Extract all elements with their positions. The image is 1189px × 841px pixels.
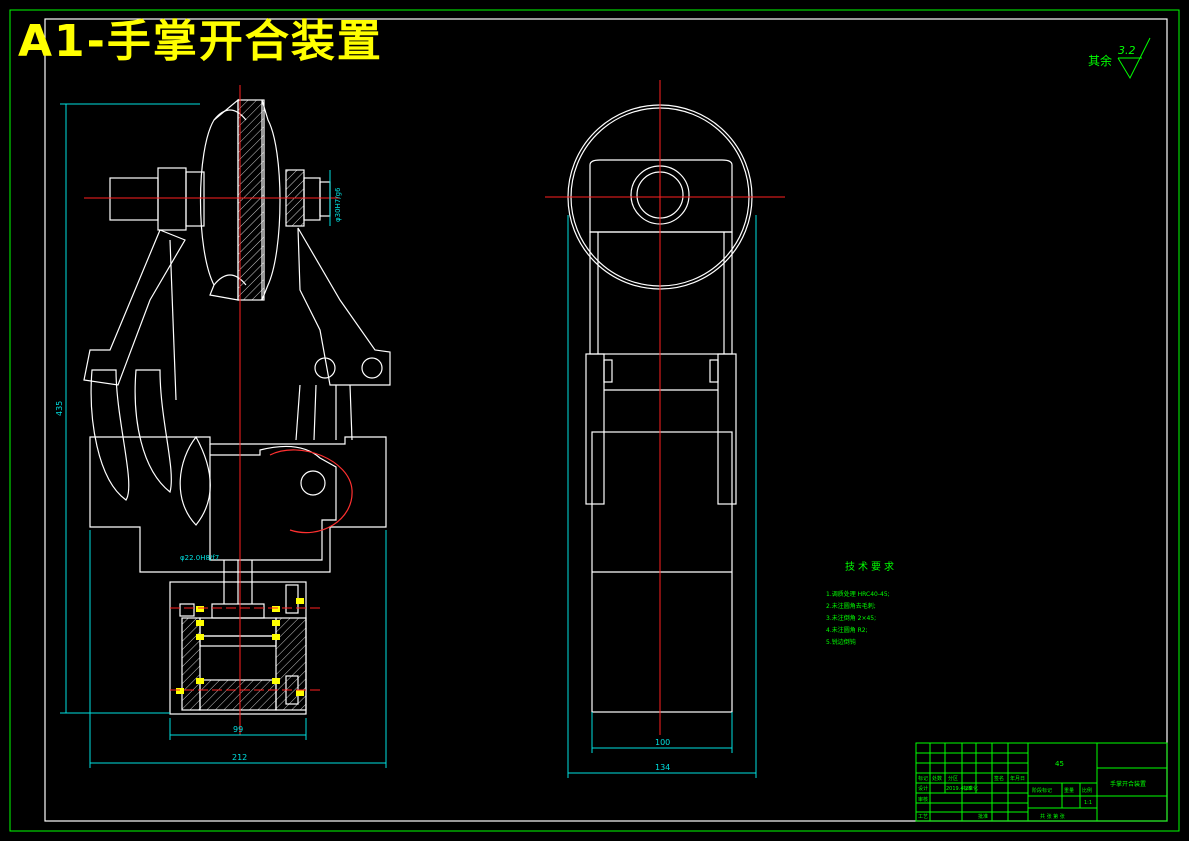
dim-134: 134 xyxy=(655,763,670,772)
tech-req-heading: 技术要求 xyxy=(845,560,897,573)
tb-date-label: 年月日 xyxy=(1010,775,1025,782)
tb-stage-label: 阶段标记 xyxy=(1032,787,1052,794)
drawing-title: A1-手掌开合装置 xyxy=(18,16,383,67)
surface-finish-symbol xyxy=(1117,37,1151,80)
tech-req-item: 4.未注圆角 R2; xyxy=(826,626,868,634)
title-block xyxy=(915,742,1168,822)
tb-row-label: 工艺 xyxy=(918,814,928,820)
tb-date-value: 2019.4.26 xyxy=(946,786,971,792)
section-view xyxy=(83,98,391,715)
dimension-lines-left xyxy=(60,103,387,768)
tb-weight-label: 重量 xyxy=(1064,787,1074,794)
seal-markers xyxy=(176,598,304,696)
dim-212: 212 xyxy=(232,753,247,762)
tb-sheet-info: 共 张 第 张 xyxy=(1040,813,1065,820)
center-lines-left xyxy=(84,85,340,735)
surface-finish-label: 其余 xyxy=(1088,53,1112,68)
tb-row-label: 审核 xyxy=(918,796,928,803)
title-block-text: 45 手掌开合装置 标记 设计 审核 工艺 处数 分区 标准化 签名 年月日 阶… xyxy=(918,760,1146,820)
tb-scale-value: 1:1 xyxy=(1084,800,1092,806)
tb-col-label: 分区 xyxy=(948,775,958,782)
inner-border xyxy=(44,18,1168,822)
tb-approve-label: 批准 xyxy=(978,813,988,820)
center-lines-right xyxy=(545,80,785,735)
outer-border xyxy=(9,9,1180,832)
dim-99: 99 xyxy=(233,725,243,734)
dim-435: 435 xyxy=(55,401,64,416)
tb-row-label: 标记 xyxy=(918,775,928,782)
tech-req-item: 1.调质处理 HRC40-45; xyxy=(826,590,890,598)
tb-sign-label: 签名 xyxy=(994,775,1004,782)
surface-finish-value: 3.2 xyxy=(1118,44,1136,57)
dim-shaft-fit-lower: φ22.0H8/f7 xyxy=(180,554,219,562)
tb-scale-label: 比例 xyxy=(1082,787,1092,794)
tb-col-label: 处数 xyxy=(932,775,942,782)
tb-row-label: 设计 xyxy=(918,785,928,792)
tech-req-item: 3.未注倒角 2×45; xyxy=(826,614,876,622)
tech-req-item: 5.锐边倒钝 xyxy=(826,638,856,646)
tb-part-name: 手掌开合装置 xyxy=(1110,780,1146,788)
tech-req-item: 2.未注圆角去毛刺; xyxy=(826,602,876,610)
dim-shaft-fit: φ30H7/g6 xyxy=(334,187,342,222)
tb-material: 45 xyxy=(1055,760,1064,768)
dimension-lines-right xyxy=(567,215,757,778)
tb-std-label: 标准化 xyxy=(963,785,978,792)
dim-100: 100 xyxy=(655,738,670,747)
